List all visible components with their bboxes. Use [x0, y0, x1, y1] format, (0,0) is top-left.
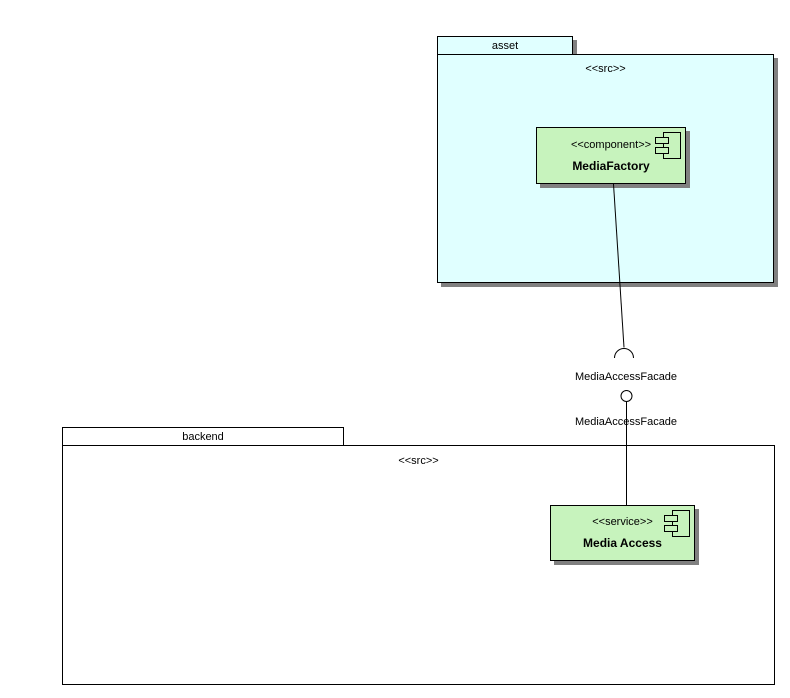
- media-factory-stereotype: <<component>>: [570, 138, 652, 151]
- package-backend-tab[interactable]: backend: [62, 427, 344, 446]
- package-asset-name: asset: [491, 39, 519, 52]
- component-icon: [655, 132, 681, 159]
- provided-interface-ball-icon[interactable]: [620, 390, 633, 402]
- media-access-stereotype: <<service>>: [592, 516, 653, 528]
- media-access-name: Media Access: [583, 536, 662, 550]
- package-backend-body[interactable]: [62, 445, 775, 685]
- component-media-factory[interactable]: <<component>> MediaFactory: [536, 127, 686, 184]
- component-media-access[interactable]: <<service>> Media Access: [550, 505, 695, 561]
- connector-mediafactory-to-socket[interactable]: [613, 183, 625, 348]
- component-icon: [664, 510, 690, 537]
- media-factory-name: MediaFactory: [572, 158, 650, 173]
- required-interface-socket-icon[interactable]: [614, 348, 634, 359]
- package-backend-name: backend: [182, 430, 224, 443]
- package-asset-tab[interactable]: asset: [437, 36, 573, 55]
- required-interface-label: MediaAccessFacade: [574, 371, 678, 383]
